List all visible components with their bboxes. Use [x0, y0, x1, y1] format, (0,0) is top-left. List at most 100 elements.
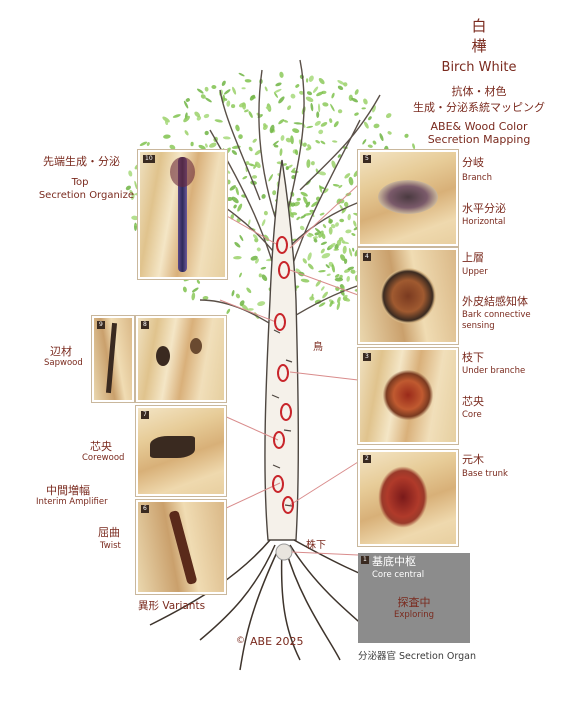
leaf [348, 176, 354, 186]
photo-branch: 5 [358, 150, 458, 246]
leaf [343, 258, 348, 264]
leaf [329, 300, 334, 307]
leaf [307, 144, 312, 149]
leaf [202, 295, 209, 300]
leaf [254, 149, 262, 156]
leaf [319, 186, 325, 190]
leaf [260, 266, 267, 270]
leaf [264, 86, 268, 92]
leaf [244, 109, 249, 113]
label-core-central-en: Core central [372, 570, 425, 580]
leaf [332, 183, 340, 187]
leaf [183, 100, 189, 109]
label-upper-jp: 上層 [462, 251, 484, 264]
photo-base-trunk: 2 [358, 450, 458, 546]
leaf [319, 184, 323, 193]
leaf [241, 87, 246, 90]
position-marker [273, 431, 285, 449]
leaf [131, 215, 139, 221]
leaf [308, 75, 314, 82]
leaf [306, 159, 311, 168]
leaf [200, 94, 206, 99]
position-markers [272, 236, 294, 514]
leaf [296, 216, 301, 221]
leaf [134, 180, 138, 190]
label-top-secretion-jp: 先端生成・分泌 [43, 155, 120, 168]
position-marker [278, 261, 290, 279]
core-central-box: 1 基底中枢 Core central 探査中 Exploring [358, 553, 470, 643]
leaf [336, 301, 341, 310]
leaf [290, 135, 294, 145]
leaf [300, 278, 310, 283]
leaf [336, 198, 342, 205]
position-marker [282, 496, 294, 514]
label-horizontal-en: Horizontal [462, 217, 506, 227]
leaf [205, 97, 212, 103]
label-under-jp: 枝下 [462, 351, 484, 364]
leaf [351, 233, 356, 236]
leaf [341, 207, 347, 214]
leaf [309, 296, 315, 301]
leaf [231, 104, 236, 109]
leaf [246, 287, 252, 294]
leaf [214, 119, 223, 123]
leaf [294, 149, 299, 156]
label-exploring-en: Exploring [394, 610, 434, 620]
leaf [317, 103, 321, 113]
leaf [310, 161, 315, 166]
leaf [333, 248, 340, 251]
label-core-en: Core [462, 410, 482, 420]
leaf [368, 116, 372, 121]
leaf [372, 140, 377, 145]
leaf [280, 135, 285, 141]
leaf [257, 301, 266, 307]
subtitle-line-2: 生成・分泌系統マッピング [413, 101, 545, 114]
label-sapwood-jp: 辺材 [50, 345, 72, 358]
copyright-mark: © [236, 636, 245, 646]
subtitle-line-4: Secretion Mapping [427, 133, 531, 146]
leaf [328, 219, 333, 224]
leaf [318, 77, 325, 85]
leaf [313, 86, 319, 93]
leader-lines [219, 184, 359, 556]
leaf [223, 89, 231, 95]
leaf [226, 179, 231, 185]
leaf [307, 263, 314, 270]
label-interim-jp: 中間増幅 [46, 484, 90, 497]
leaf [318, 171, 327, 176]
bark-marks [271, 329, 293, 507]
leaf [302, 258, 307, 264]
label-top-en: Top [71, 177, 89, 188]
leaf [272, 140, 279, 146]
leaf [299, 90, 304, 95]
label-twist-jp: 屈曲 [98, 526, 120, 539]
position-marker [274, 313, 286, 331]
label-twist-en: Twist [100, 541, 121, 551]
leaf [379, 133, 384, 142]
leaf [279, 71, 284, 78]
leaf [296, 197, 301, 201]
leaf [242, 176, 248, 180]
leaf [316, 111, 320, 119]
label-bird: 鳥 [313, 342, 323, 353]
leaf [330, 103, 335, 112]
leaf [314, 120, 321, 126]
leaf [203, 113, 210, 119]
leaf [367, 144, 373, 148]
leaf [337, 154, 341, 158]
leaf [235, 186, 239, 196]
label-corewood-jp: 芯央 [90, 440, 112, 453]
leaf [233, 255, 242, 260]
photo-number: 10 [143, 155, 155, 163]
leaf [340, 254, 346, 261]
leaf [306, 91, 313, 96]
leaf [306, 234, 312, 238]
leaf [320, 241, 327, 246]
leaf [316, 91, 324, 97]
leaf [274, 92, 278, 98]
leaf [353, 226, 360, 231]
leaf [354, 249, 359, 257]
leaf [337, 80, 345, 85]
leaf [319, 212, 325, 216]
leaf [320, 122, 328, 127]
